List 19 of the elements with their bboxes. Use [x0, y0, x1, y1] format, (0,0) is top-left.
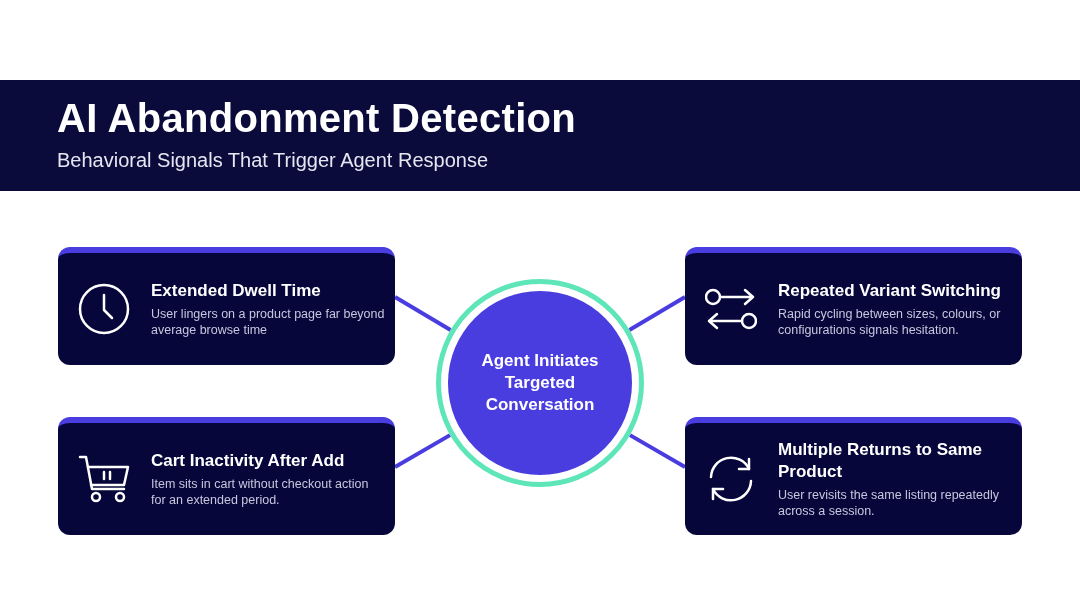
connector-line — [393, 295, 452, 332]
connector-line — [628, 295, 687, 332]
card-description: User revisits the same listing repeatedly across a session. — [778, 487, 1000, 519]
card-title: Cart Inactivity After Add — [151, 450, 346, 472]
subtitle: Behavioral Signals That Trigger Agent Response — [57, 149, 488, 172]
card-title: Repeated Variant Switching — [778, 280, 1002, 302]
signal-card — [58, 247, 395, 365]
signal-card — [58, 417, 395, 535]
signal-card — [685, 247, 1022, 365]
card-title: Multiple Returns to Same Product — [778, 439, 984, 483]
title: AI Abandonment Detection — [57, 96, 577, 141]
hub-label: Agent Initiates Targeted Conversation — [480, 350, 600, 416]
signal-card — [685, 417, 1022, 535]
connector-line — [629, 433, 686, 469]
card-title: Extended Dwell Time — [151, 280, 322, 302]
connector-line — [394, 433, 451, 469]
card-description: Rapid cycling between sizes, colours, or configurations signals hesitation. — [778, 306, 1002, 338]
card-description: User lingers on a product page far beyond average browse time — [151, 306, 385, 338]
card-description: Item sits in cart without checkout action for an extended period. — [151, 476, 370, 508]
